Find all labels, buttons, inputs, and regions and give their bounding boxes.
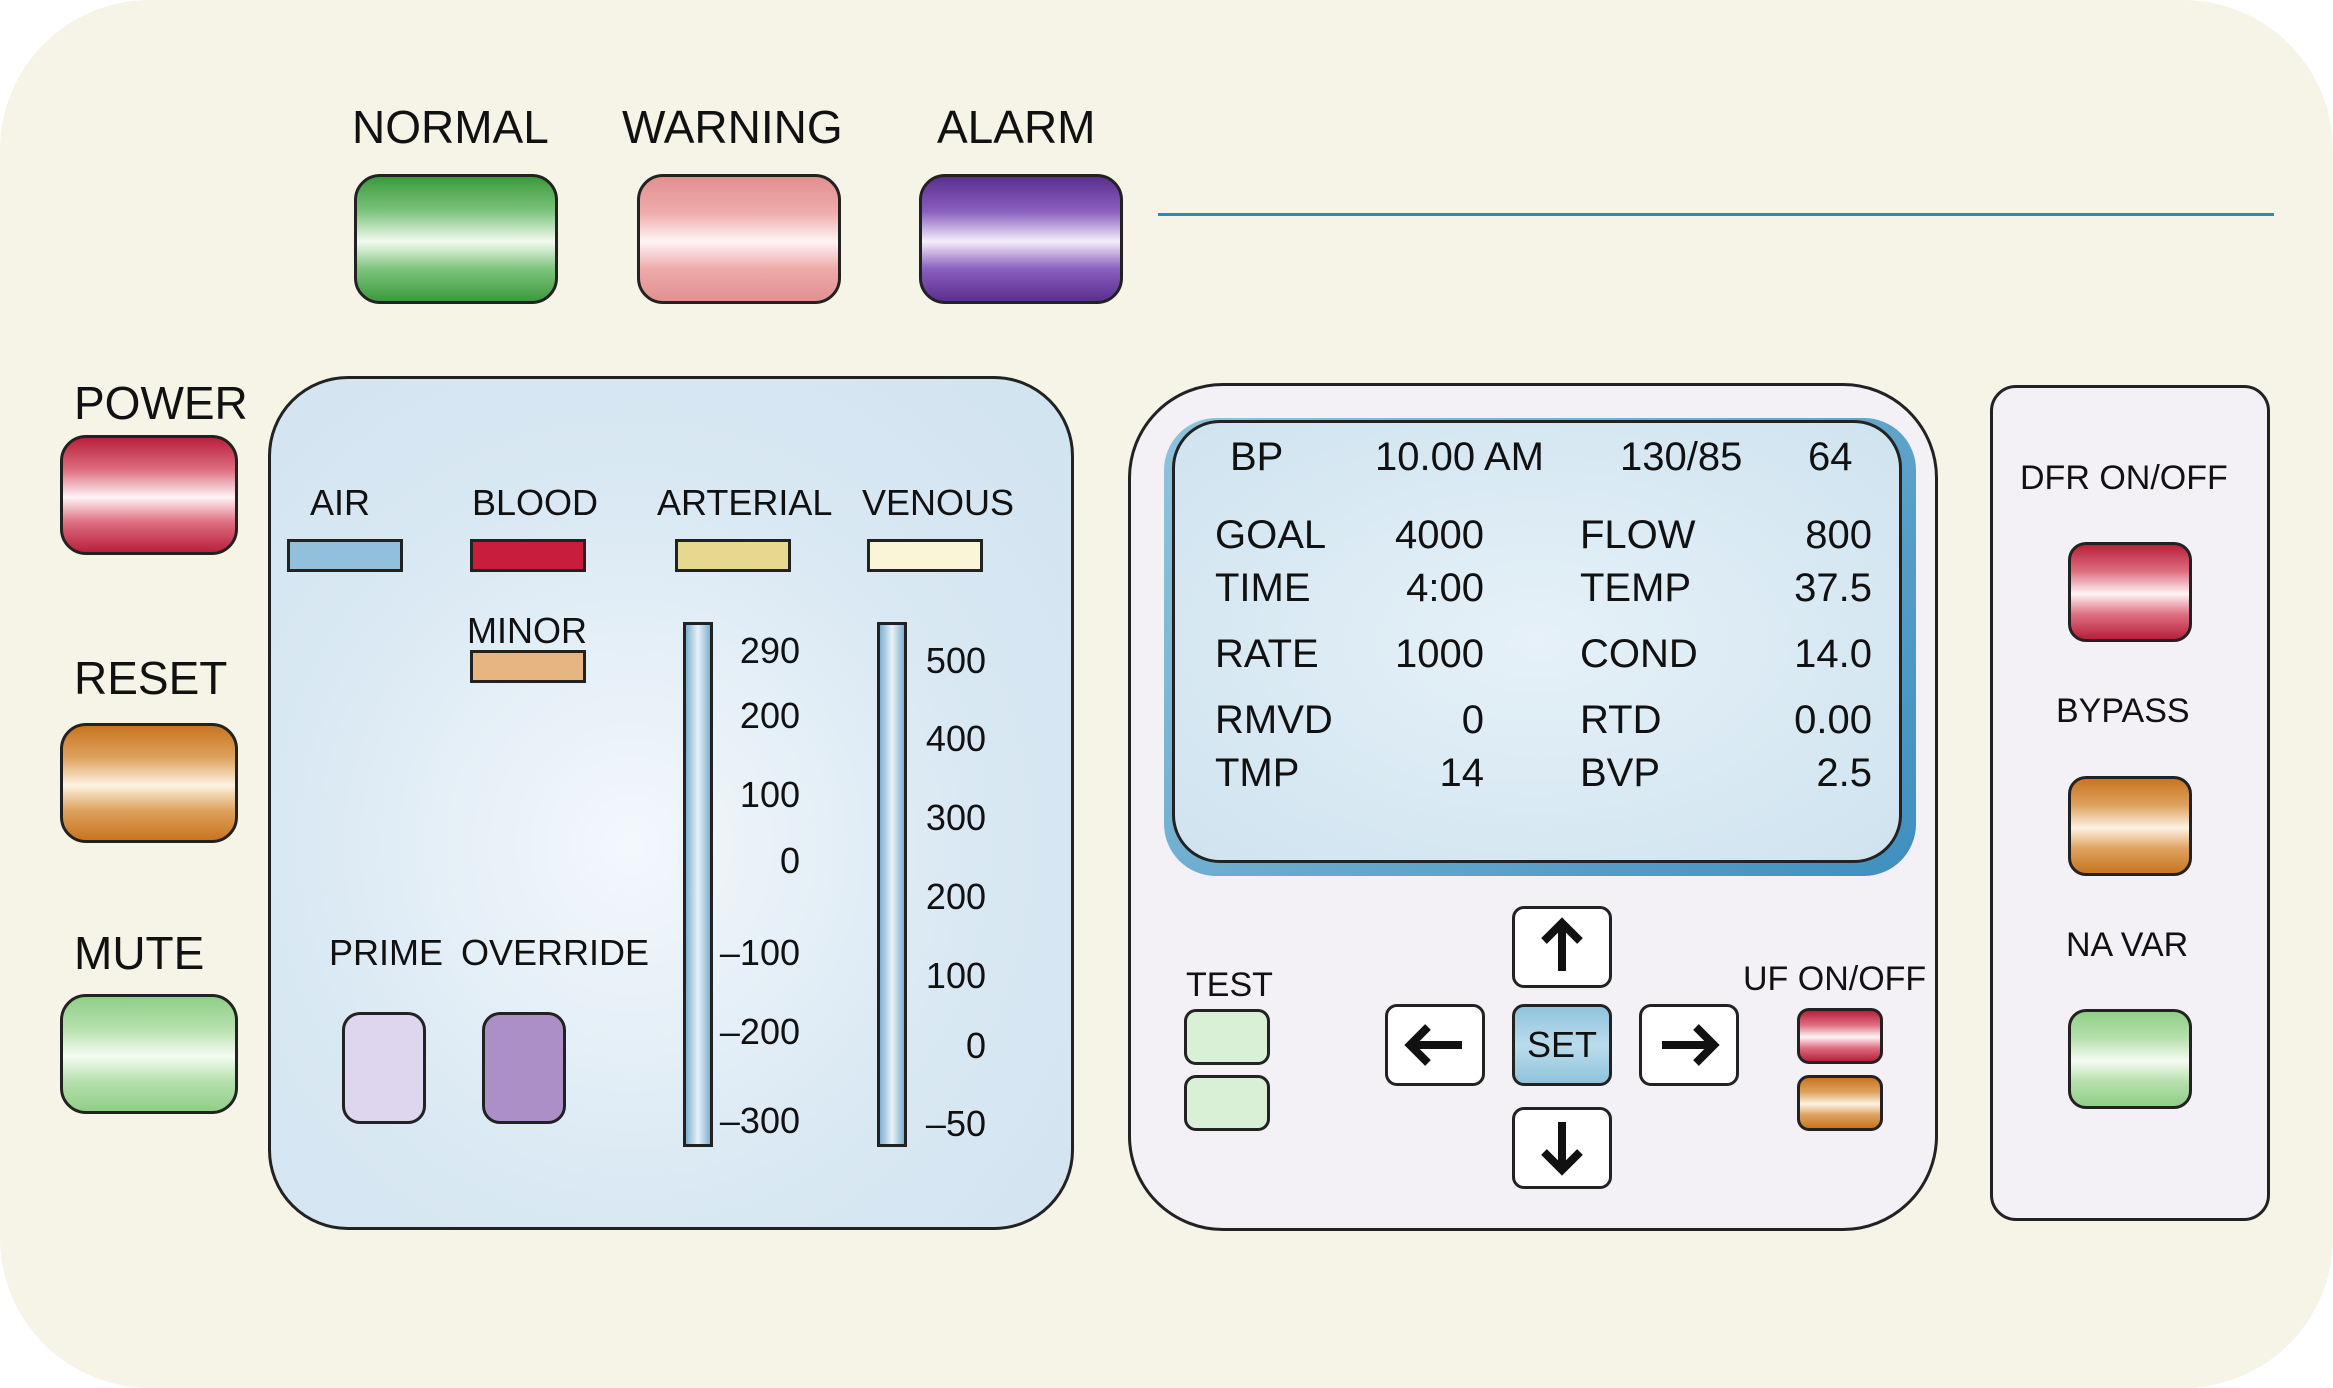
time-of-day: 10.00 AM [1375, 435, 1545, 479]
bp-label: BP [1230, 435, 1284, 479]
bp-value: 130/85 [1620, 435, 1743, 479]
venous-tick: 200 [925, 876, 986, 917]
reset-label: RESET [74, 652, 228, 704]
venous-tick: 500 [925, 640, 986, 681]
venous-tick: 300 [925, 797, 986, 838]
arterial-pressure-gauge [683, 622, 713, 1147]
dfr-label: DFR ON/OFF [2020, 459, 2228, 497]
venous-tick: –50 [925, 1103, 986, 1144]
uf-label: UF ON/OFF [1743, 960, 1927, 998]
blood-label: BLOOD [472, 482, 599, 523]
time-label: TIME [1215, 566, 1311, 610]
venous-indicator [867, 539, 983, 572]
bvp-label: BVP [1580, 751, 1661, 795]
venous-pressure-gauge [877, 622, 907, 1147]
arrow-up-icon [1541, 917, 1583, 971]
time-value: 4:00 [1406, 566, 1484, 610]
arterial-tick: 290 [739, 630, 800, 671]
mute-label: MUTE [74, 927, 205, 979]
air-indicator [287, 539, 403, 572]
arrow-right-icon [1662, 1024, 1720, 1066]
warning-label: WARNING [622, 101, 843, 153]
right-arrow-button[interactable] [1639, 1004, 1739, 1086]
arterial-tick: –200 [719, 1011, 800, 1052]
flow-value: 800 [1805, 513, 1872, 557]
arterial-tick: 100 [739, 774, 800, 815]
pulse-value: 64 [1808, 435, 1853, 479]
display-screen [1172, 420, 1902, 863]
prime-label: PRIME [329, 932, 444, 973]
flow-label: FLOW [1580, 513, 1696, 557]
venous-label: VENOUS [862, 482, 1015, 523]
goal-value: 4000 [1395, 513, 1484, 557]
arterial-indicator [675, 539, 791, 572]
down-arrow-button[interactable] [1512, 1107, 1612, 1189]
tmp-label: TMP [1215, 751, 1300, 795]
rate-label: RATE [1215, 632, 1319, 676]
rate-value: 1000 [1395, 632, 1484, 676]
arrow-left-icon [1404, 1024, 1462, 1066]
normal-label: NORMAL [352, 101, 549, 153]
bypass-button[interactable] [2068, 776, 2192, 876]
bypass-label: BYPASS [2056, 692, 2190, 730]
venous-tick: 400 [925, 718, 986, 759]
power-button[interactable] [60, 435, 238, 555]
power-label: POWER [74, 377, 248, 429]
left-arrow-button[interactable] [1385, 1004, 1485, 1086]
goal-label: GOAL [1215, 513, 1327, 557]
temp-label: TEMP [1580, 566, 1692, 610]
normal-light [354, 174, 558, 304]
arterial-tick: –100 [719, 932, 800, 973]
temp-value: 37.5 [1794, 566, 1872, 610]
air-label: AIR [310, 482, 371, 523]
navar-button[interactable] [2068, 1009, 2192, 1109]
test-button-2[interactable] [1184, 1075, 1270, 1131]
set-button[interactable]: SET [1512, 1004, 1612, 1086]
venous-tick: 100 [925, 955, 986, 996]
cond-value: 14.0 [1794, 632, 1872, 676]
override-label: OVERRIDE [461, 932, 650, 973]
bvp-value: 2.5 [1816, 751, 1872, 795]
minor-indicator [470, 650, 586, 683]
uf-on-button[interactable] [1797, 1008, 1883, 1064]
venous-tick: 0 [965, 1025, 986, 1066]
arterial-label: ARTERIAL [657, 482, 833, 523]
test-label: TEST [1186, 966, 1273, 1004]
divider-line [1158, 213, 2274, 216]
alarm-label: ALARM [937, 101, 1096, 153]
rmvd-label: RMVD [1215, 698, 1333, 742]
arterial-tick: 0 [779, 840, 800, 881]
arterial-tick: 200 [739, 695, 800, 736]
minor-label: MINOR [467, 610, 587, 651]
navar-label: NA VAR [2066, 926, 2189, 964]
rtd-label: RTD [1580, 698, 1662, 742]
rtd-value: 0.00 [1794, 698, 1872, 742]
up-arrow-button[interactable] [1512, 906, 1612, 988]
rmvd-value: 0 [1461, 698, 1484, 742]
tmp-value: 14 [1439, 751, 1485, 795]
override-button[interactable] [482, 1012, 566, 1124]
mute-button[interactable] [60, 994, 238, 1114]
warning-light [637, 174, 841, 304]
cond-label: COND [1580, 632, 1698, 676]
dfr-button[interactable] [2068, 542, 2192, 642]
arrow-down-icon [1541, 1122, 1583, 1176]
alarm-light [919, 174, 1123, 304]
test-button-1[interactable] [1184, 1009, 1270, 1065]
uf-off-button[interactable] [1797, 1075, 1883, 1131]
blood-indicator [470, 539, 586, 572]
prime-button[interactable] [342, 1012, 426, 1124]
arterial-tick: –300 [719, 1100, 800, 1141]
reset-button[interactable] [60, 723, 238, 843]
